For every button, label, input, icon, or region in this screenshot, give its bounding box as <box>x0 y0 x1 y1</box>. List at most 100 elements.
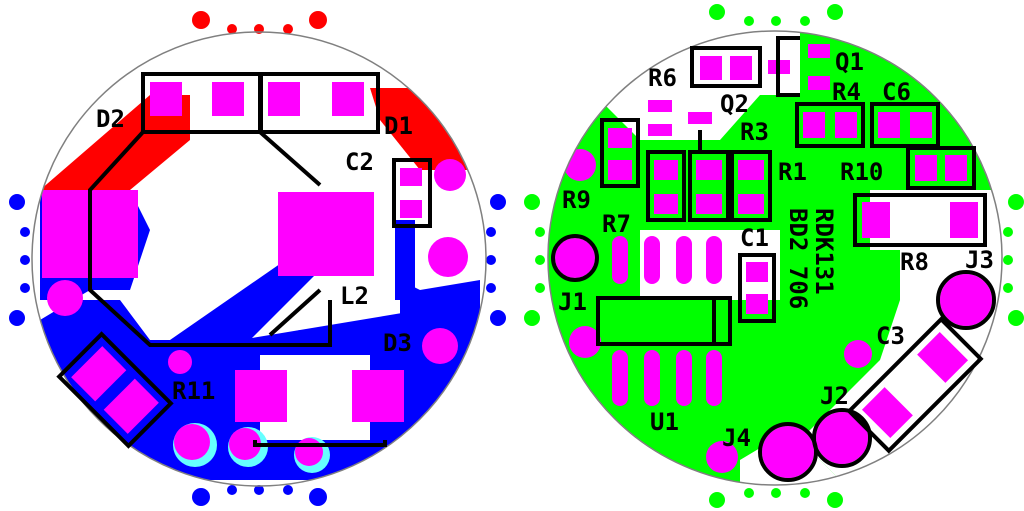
r9-pad-a <box>608 128 632 148</box>
u1-top-pads <box>612 236 722 284</box>
label-q2: Q2 <box>720 90 749 118</box>
j4-pad <box>762 426 814 478</box>
label-r7: R7 <box>602 210 631 238</box>
r4-pad-a <box>803 112 825 138</box>
r4-pad-b <box>835 112 857 138</box>
via-right-c <box>422 328 458 364</box>
r3-pad-a <box>696 160 722 180</box>
r10-pad-a <box>915 155 937 181</box>
r3-pad-b <box>696 194 722 214</box>
board-id-text: RDK131 <box>810 208 838 295</box>
right-silkscreen <box>551 36 996 482</box>
white-cutout <box>260 355 370 440</box>
label-d3: D3 <box>383 329 412 357</box>
r1-pad-a <box>738 160 764 180</box>
label-r10: R10 <box>840 158 883 186</box>
u1-bottom-pads <box>612 350 722 406</box>
via-left-low <box>569 326 601 358</box>
c2-pad-a <box>400 168 422 186</box>
label-r9: R9 <box>562 186 591 214</box>
right-board-left-dots <box>524 194 545 326</box>
label-r11: R11 <box>172 377 215 405</box>
d3-pad-a <box>235 370 287 422</box>
r6-pad-b <box>730 56 752 80</box>
label-r8: R8 <box>900 248 929 276</box>
r8-pad-a <box>862 202 890 238</box>
left-board-outline <box>31 31 487 487</box>
j2-pad <box>816 412 868 464</box>
r8-pad-b <box>950 202 978 238</box>
right-board-outline <box>547 30 1003 486</box>
left-board-right-dots <box>486 194 506 326</box>
c1-pad-b <box>746 294 768 314</box>
r9-pad-b <box>608 160 632 180</box>
left-board-left-dots <box>9 194 30 326</box>
right-board-top-dots <box>709 4 843 26</box>
label-r3: R3 <box>740 118 769 146</box>
label-d1: D1 <box>384 112 413 140</box>
q1-pad-a <box>808 44 830 58</box>
big-pad-center <box>278 192 374 276</box>
r7-pad-a <box>654 160 678 180</box>
label-q1: Q1 <box>835 48 864 76</box>
label-r1: R1 <box>778 158 807 186</box>
c6-pad-a <box>878 112 900 138</box>
label-j2: J2 <box>820 382 849 410</box>
board-rev-text: BD2 706 <box>784 208 812 309</box>
label-r4: R4 <box>832 78 861 106</box>
red-copper-trace-right <box>370 88 470 170</box>
label-u1: U1 <box>650 408 679 436</box>
d1-pad-b <box>332 82 364 116</box>
c3-footprint <box>861 331 969 439</box>
label-r6: R6 <box>648 64 677 92</box>
r10-pad-b <box>945 155 967 181</box>
via-bottom <box>706 441 738 473</box>
label-c2: C2 <box>345 148 374 176</box>
d3-pad-b <box>352 370 404 422</box>
via-right-a <box>434 159 466 191</box>
label-c6: C6 <box>882 78 911 106</box>
left-silkscreen <box>56 72 432 449</box>
r11-footprint <box>71 346 159 434</box>
label-j1: J1 <box>558 288 587 316</box>
d2-pad-b <box>212 82 244 116</box>
r6-pad-a <box>700 56 722 80</box>
c2-pad-b <box>400 200 422 218</box>
c1-pad-a <box>746 262 768 282</box>
r1-pad-b <box>738 194 764 214</box>
left-board-top-dots <box>192 11 327 34</box>
right-board-right-dots <box>1003 194 1024 326</box>
red-copper-trace <box>40 95 190 190</box>
blue-copper-strip <box>395 220 415 300</box>
left-board-bottom-dots <box>192 485 327 506</box>
label-j3: J3 <box>965 246 994 274</box>
via-r9 <box>564 149 596 181</box>
via-left <box>47 280 83 316</box>
label-j4: J4 <box>722 424 751 452</box>
right-board: R6 Q1 Q2 R4 C6 R3 R1 R10 R9 R7 C1 R8 J3 … <box>524 4 1024 508</box>
j3-pad <box>940 274 992 326</box>
c6-pad-b <box>910 112 932 138</box>
d1-pad-a <box>268 82 300 116</box>
d2-pad-a <box>150 82 182 116</box>
label-c1: C1 <box>740 224 769 252</box>
via-bottom-c <box>295 438 323 466</box>
r7-pad-b <box>654 194 678 214</box>
via-bottom-a <box>174 424 210 460</box>
via-right-b <box>428 237 468 277</box>
j-pad-left <box>555 238 595 278</box>
label-l2: L2 <box>340 282 369 310</box>
q2-pad-b <box>648 124 672 136</box>
q2-pad-c <box>688 112 712 124</box>
via-bottom-b <box>229 428 261 460</box>
label-c3: C3 <box>876 322 905 350</box>
q1-pad-b <box>808 76 830 90</box>
white-cutout-upper <box>870 190 1002 250</box>
q2-pad-a <box>648 100 672 112</box>
via-mid <box>168 350 192 374</box>
label-d2: D2 <box>96 105 125 133</box>
via-c3 <box>844 340 872 368</box>
left-board: D2 D1 C2 L2 D3 R11 <box>9 11 506 506</box>
right-board-bottom-dots <box>709 488 843 508</box>
